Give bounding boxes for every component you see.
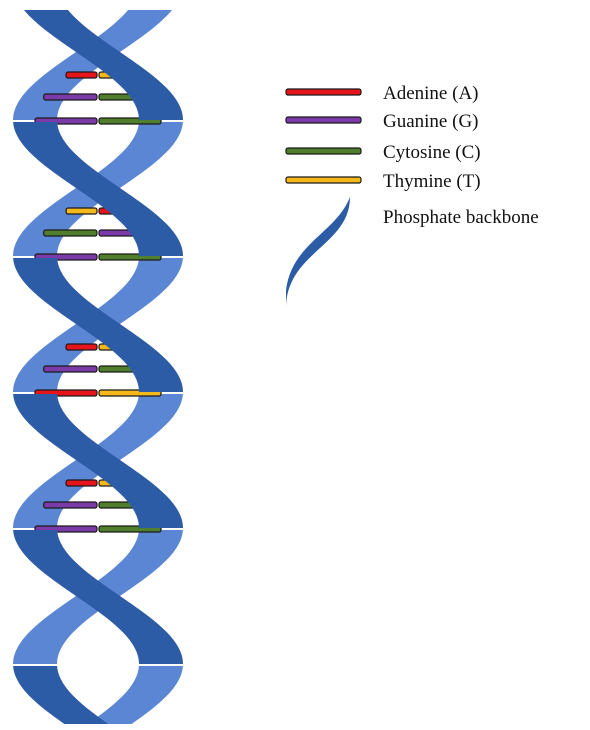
- guanine-swatch: [286, 117, 361, 123]
- legend: Adenine (A) Guanine (G) Cytosine (C) Thy…: [286, 83, 539, 306]
- base-rung: [66, 480, 97, 486]
- legend-label-guanine: Guanine (G): [383, 111, 479, 132]
- thymine-swatch: [286, 177, 361, 183]
- base-rung: [44, 502, 97, 508]
- base-rung: [66, 72, 97, 78]
- legend-label-cytosine: Cytosine (C): [383, 142, 481, 163]
- backbone-segment-back: [88, 666, 183, 724]
- base-rung: [44, 366, 97, 372]
- legend-item-thymine: Thymine (T): [286, 171, 481, 192]
- base-rung: [44, 94, 97, 100]
- legend-item-adenine: Adenine (A): [286, 83, 479, 104]
- legend-item-backbone: Phosphate backbone: [286, 197, 539, 306]
- backbone-ribbon-swatch: [286, 197, 350, 306]
- legend-item-cytosine: Cytosine (C): [286, 142, 481, 163]
- base-rung: [66, 344, 97, 350]
- base-rung: [44, 230, 97, 236]
- backbone-segment-front: [13, 666, 108, 724]
- legend-label-thymine: Thymine (T): [383, 171, 481, 192]
- adenine-swatch: [286, 89, 361, 95]
- dna-double-helix: [13, 10, 183, 724]
- legend-label-adenine: Adenine (A): [383, 83, 479, 104]
- cytosine-swatch: [286, 148, 361, 154]
- legend-label-backbone: Phosphate backbone: [383, 207, 539, 228]
- legend-item-guanine: Guanine (G): [286, 111, 479, 132]
- base-rung: [66, 208, 97, 214]
